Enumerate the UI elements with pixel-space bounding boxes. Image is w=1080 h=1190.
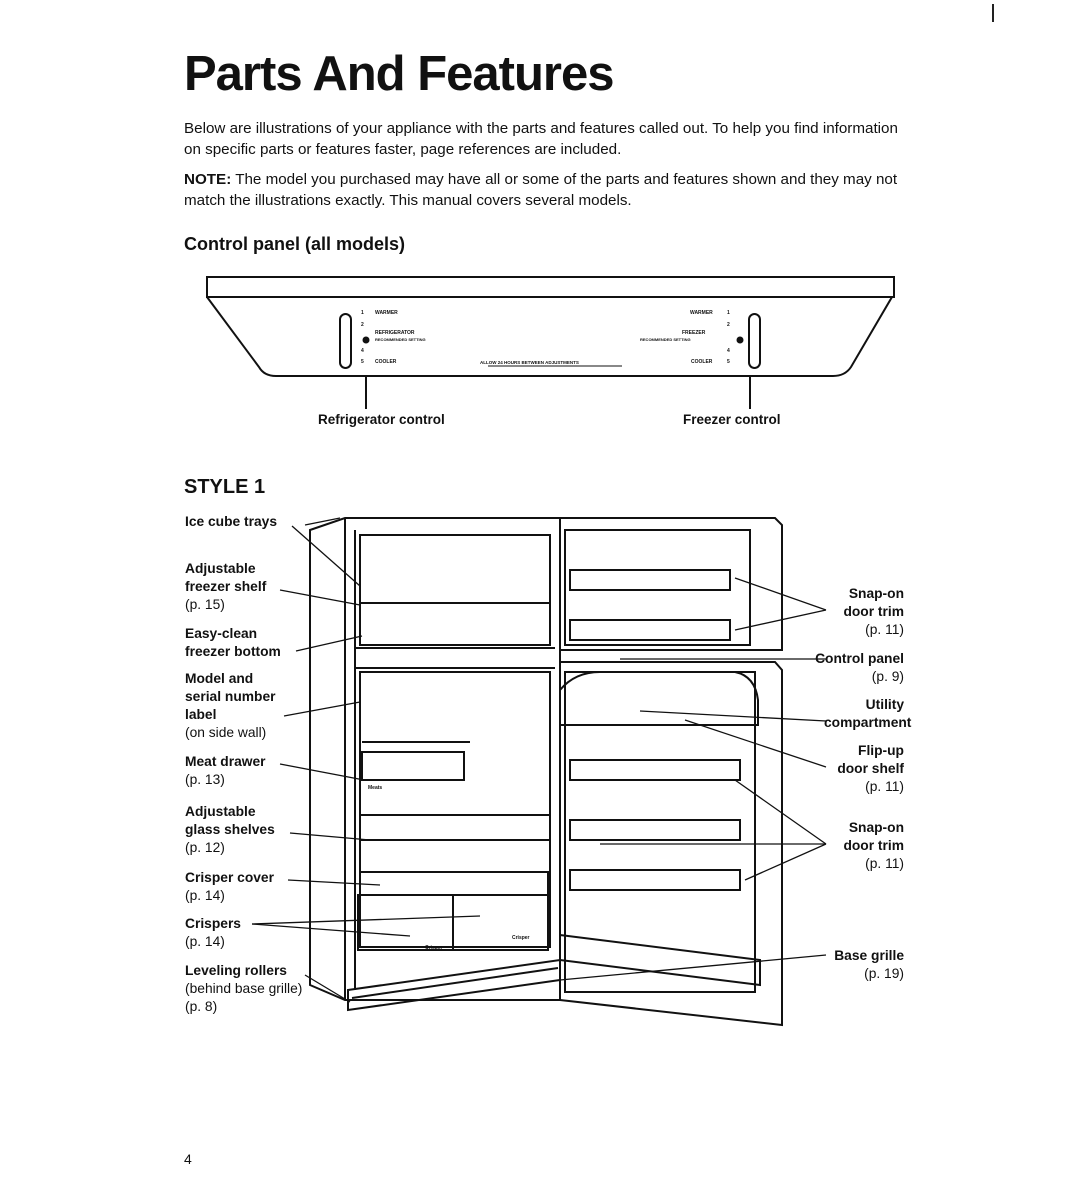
- callout-easy-clean-freezer-bottom: Easy-clean freezer bottom: [185, 626, 281, 659]
- right-dial-warmer: WARMER: [690, 310, 713, 316]
- refrigerator-control-label: Refrigerator control: [318, 412, 445, 427]
- left-dial-number-5: 5: [361, 359, 364, 365]
- left-dial-warmer: WARMER: [375, 310, 398, 316]
- callout-adjustable-glass-shelves: Adjustable glass shelves (p. 12): [185, 804, 275, 855]
- left-dial-number-1: 1: [361, 310, 364, 316]
- callout-model-serial-label: Model and serial number label (on side w…: [185, 671, 276, 740]
- left-dial-number-2: 2: [361, 322, 364, 328]
- callout-flip-up-door-shelf: Flip-up door shelf (p. 11): [837, 743, 904, 794]
- left-dial-number-4: 4: [361, 348, 364, 354]
- right-dial-cooler: COOLER: [691, 359, 713, 365]
- callout-base-grille: Base grille (p. 19): [834, 948, 904, 981]
- note-label: NOTE:: [184, 171, 232, 188]
- callout-snap-on-door-trim-lower: Snap-on door trim (p. 11): [843, 820, 904, 871]
- meat-drawer-label: Meats: [368, 785, 383, 791]
- page-number: 4: [184, 1151, 192, 1167]
- callout-ice-cube-trays: Ice cube trays: [185, 514, 278, 529]
- left-dial-name: REFRIGERATOR: [375, 330, 415, 336]
- left-dial-recommended: RECOMMENDED SETTING: [375, 337, 426, 342]
- callout-crispers: Crispers (p. 14): [185, 916, 241, 949]
- callout-utility-compartment: Utility compartment: [824, 697, 912, 730]
- callout-leveling-rollers: Leveling rollers (behind base grille) (p…: [185, 963, 303, 1014]
- center-adjust-note: ALLOW 24 HOURS BETWEEN ADJUSTMENTS: [480, 360, 579, 365]
- crisper-label-left: Crisper: [425, 945, 443, 951]
- crisper-label-right: Crisper: [512, 935, 530, 941]
- callout-meat-drawer: Meat drawer (p. 13): [185, 754, 266, 787]
- right-dial-number-5: 5: [727, 359, 730, 365]
- callout-adjustable-freezer-shelf: Adjustable freezer shelf (p. 15): [185, 561, 267, 612]
- right-dial-number-1: 1: [727, 310, 730, 316]
- freezer-control-label: Freezer control: [683, 412, 781, 427]
- page-edge-mark: [992, 4, 994, 22]
- page-title: Parts And Features: [184, 47, 614, 101]
- control-panel-heading: Control panel (all models): [184, 234, 406, 254]
- callout-control-panel: Control panel (p. 9): [815, 651, 904, 684]
- right-dial-name: FREEZER: [682, 330, 706, 336]
- callout-crisper-cover: Crisper cover (p. 14): [185, 870, 274, 903]
- callout-snap-on-door-trim-upper: Snap-on door trim (p. 11): [843, 586, 904, 637]
- right-dial-recommended: RECOMMENDED SETTING: [640, 337, 691, 342]
- right-dial-number-2: 2: [727, 322, 730, 328]
- left-dial-cooler: COOLER: [375, 359, 397, 365]
- intro-paragraph: Below are illustrations of your applianc…: [184, 120, 898, 158]
- style-heading: STYLE 1: [184, 476, 266, 498]
- note-text: The model you purchased may have all or …: [184, 171, 898, 209]
- right-dial-number-4: 4: [727, 348, 730, 354]
- note-paragraph: NOTE: The model you purchased may have a…: [184, 169, 914, 211]
